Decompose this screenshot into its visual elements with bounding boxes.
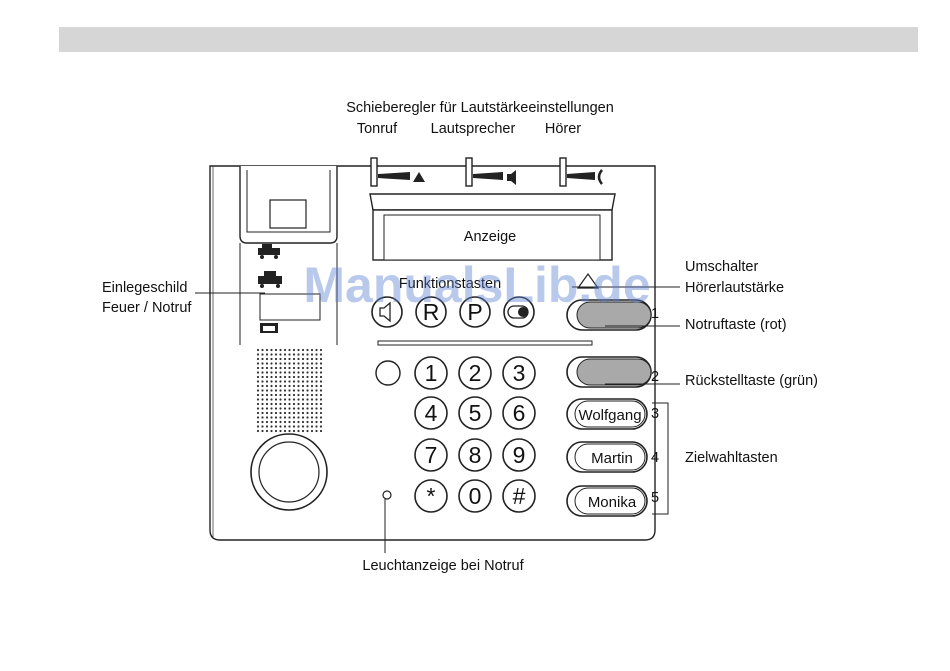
- keypad-key-1[interactable]: 1: [414, 356, 448, 390]
- speed-dial-key-1[interactable]: Wolfgang: [566, 398, 648, 430]
- speaker-grille: [256, 348, 323, 433]
- speed-dial-callout: Zielwahltasten: [685, 450, 778, 466]
- display: Anzeige: [369, 193, 616, 261]
- keypad-key-9[interactable]: 9: [502, 438, 536, 472]
- keypad-key-label: 5: [469, 400, 482, 426]
- emergency-indicator-led: [382, 490, 392, 500]
- key-number-2: 2: [651, 369, 659, 385]
- emergency-key-callout: Notruftaste (rot): [685, 317, 787, 333]
- r-key-label: R: [423, 299, 440, 325]
- toggle-key[interactable]: [503, 296, 535, 328]
- switch-triangle-icon[interactable]: [576, 272, 600, 289]
- p-key-label: P: [467, 299, 482, 325]
- speed-dial-key-2[interactable]: Martin: [566, 441, 648, 473]
- keypad-key-5[interactable]: 5: [458, 396, 492, 430]
- keypad-key-label: 8: [469, 442, 482, 468]
- mute-key[interactable]: [375, 360, 401, 386]
- emergency-key[interactable]: [566, 299, 652, 331]
- speaker-key-icon: [379, 301, 391, 323]
- keypad-key-star[interactable]: *: [414, 479, 448, 513]
- bell-icon: [413, 172, 425, 182]
- speed-dial-key-3[interactable]: Monika: [566, 485, 648, 517]
- insert-label-panel: [239, 243, 338, 345]
- fire-truck-icon: [258, 244, 280, 259]
- keypad-key-8[interactable]: 8: [458, 438, 492, 472]
- keypad-key-label: 6: [513, 400, 526, 426]
- slider-handset[interactable]: [559, 157, 603, 187]
- slider-label-handset: Hörer: [545, 121, 581, 137]
- key-number-4: 4: [651, 450, 659, 466]
- keypad-key-label: 7: [425, 442, 438, 468]
- handset-cradle: [239, 166, 338, 244]
- reset-key[interactable]: [566, 356, 652, 388]
- ambulance-icon: [258, 271, 282, 288]
- reset-key-callout: Rückstelltaste (grün): [685, 373, 818, 389]
- key-number-3: 3: [651, 406, 659, 422]
- keypad-key-label: 3: [513, 360, 526, 386]
- keypad-key-0[interactable]: 0: [458, 479, 492, 513]
- switch-callout-1: Umschalter: [685, 259, 758, 275]
- keypad-key-7[interactable]: 7: [414, 438, 448, 472]
- keypad-key-4[interactable]: 4: [414, 396, 448, 430]
- key-number-1: 1: [651, 306, 659, 322]
- r-key[interactable]: R: [415, 296, 447, 328]
- slider-label-ringer: Tonruf: [357, 121, 398, 137]
- insert-label-callout-2: Feuer / Notruf: [102, 300, 192, 316]
- keypad-key-2[interactable]: 2: [458, 356, 492, 390]
- switch-callout-2: Hörerlautstärke: [685, 280, 784, 296]
- keypad: 1 2 3 4 5 6 7 8 9 * 0 #: [414, 356, 536, 513]
- p-key[interactable]: P: [459, 296, 491, 328]
- keypad-key-label: *: [427, 483, 436, 509]
- keypad-key-label: 4: [425, 400, 438, 426]
- watermark: ManualsLib.de: [303, 257, 650, 313]
- speed-dial-label-1: Wolfgang: [578, 407, 641, 424]
- slider-speaker[interactable]: [465, 157, 516, 187]
- indicator-callout: Leuchtanzeige bei Notruf: [362, 558, 524, 574]
- speed-dial-label-3: Monika: [588, 494, 637, 511]
- speed-dial-label-2: Martin: [591, 450, 633, 467]
- slider-label-speaker: Lautsprecher: [431, 121, 516, 137]
- slider-ringer[interactable]: [370, 157, 425, 187]
- toggle-icon: [518, 307, 528, 317]
- function-keys-label: Funktionstasten: [399, 276, 501, 292]
- keypad-key-label: 0: [469, 483, 482, 509]
- slider-title: Schieberegler für Lautstärkeeinstellunge…: [346, 100, 614, 116]
- keypad-key-label: 9: [513, 442, 526, 468]
- phone-icon: [260, 323, 278, 333]
- display-label: Anzeige: [464, 229, 516, 245]
- keypad-key-label: 2: [469, 360, 482, 386]
- keypad-key-label: 1: [425, 360, 438, 386]
- speaker-icon: [507, 170, 516, 185]
- keypad-key-3[interactable]: 3: [502, 356, 536, 390]
- speaker-key[interactable]: [371, 296, 403, 328]
- keypad-key-label: #: [513, 483, 526, 509]
- keypad-key-6[interactable]: 6: [502, 396, 536, 430]
- speaker-knob: [250, 433, 328, 511]
- key-number-5: 5: [651, 490, 659, 506]
- insert-label-callout-1: Einlegeschild: [102, 280, 187, 296]
- callout-lines: [195, 286, 680, 553]
- handset-icon: [597, 169, 603, 185]
- keypad-key-hash[interactable]: #: [502, 479, 536, 513]
- header-bar: [59, 27, 918, 52]
